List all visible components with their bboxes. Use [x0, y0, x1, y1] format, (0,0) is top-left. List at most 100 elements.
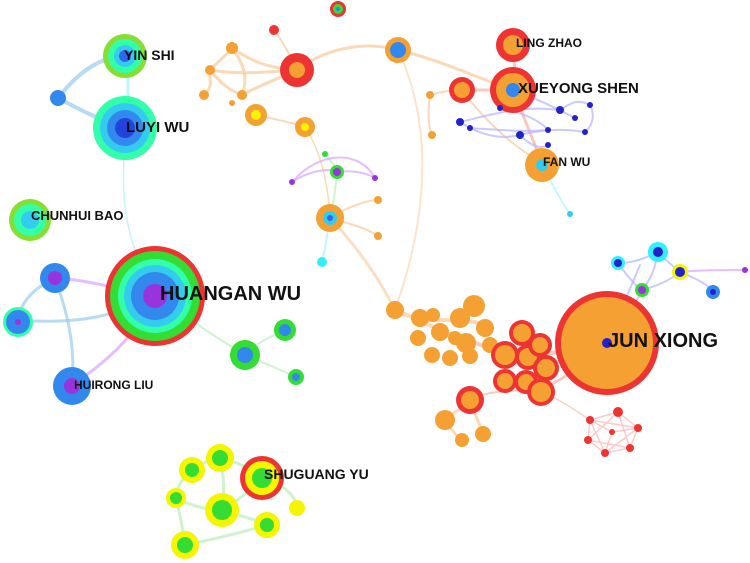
node[interactable]	[410, 330, 426, 346]
node-ring	[532, 337, 548, 353]
node[interactable]	[269, 25, 279, 35]
node[interactable]	[467, 125, 473, 131]
node[interactable]	[426, 308, 440, 322]
node[interactable]	[572, 115, 578, 121]
node-ring	[292, 373, 300, 381]
node[interactable]	[226, 42, 238, 54]
node-ring	[675, 267, 685, 277]
node-ring	[289, 62, 305, 78]
node[interactable]	[582, 129, 588, 135]
node-ring	[115, 118, 135, 138]
node[interactable]	[431, 323, 449, 341]
node[interactable]	[428, 131, 436, 139]
network-nodes	[3, 1, 748, 559]
node-ring	[506, 83, 520, 97]
node-ring	[602, 338, 612, 348]
node[interactable]	[545, 127, 551, 133]
node[interactable]	[463, 295, 485, 317]
node[interactable]	[435, 410, 455, 430]
node[interactable]	[426, 91, 434, 99]
node[interactable]	[199, 90, 209, 100]
node-ring	[537, 359, 555, 377]
label-shuguang-yu: SHUGUANG YU	[264, 466, 369, 482]
node[interactable]	[205, 65, 215, 75]
node[interactable]	[613, 407, 623, 417]
node[interactable]	[372, 175, 378, 181]
label-chunhui-bao: CHUNHUI BAO	[31, 208, 123, 223]
node[interactable]	[742, 267, 748, 273]
node-ring	[64, 378, 80, 394]
node[interactable]	[497, 105, 503, 111]
node[interactable]	[374, 232, 382, 240]
node[interactable]	[455, 433, 469, 447]
node-ring	[638, 286, 646, 294]
node[interactable]	[462, 348, 478, 364]
node-ring	[119, 50, 131, 62]
node-labels: YIN SHI LUYI WU CHUNHUI BAO HUANGAN WU H…	[31, 36, 718, 482]
node[interactable]	[322, 151, 328, 157]
node-ring	[212, 500, 232, 520]
node[interactable]	[626, 444, 634, 452]
node-ring	[15, 319, 21, 325]
node[interactable]	[289, 179, 295, 185]
node-ring	[333, 168, 341, 176]
label-fan-wu: FAN WU	[543, 155, 590, 169]
node[interactable]	[50, 90, 66, 106]
label-jun-xiong: JUN XIONG	[608, 330, 718, 352]
node-ring	[614, 259, 622, 267]
node-ring	[336, 7, 340, 11]
node-ring	[260, 518, 274, 532]
node-ring	[252, 468, 272, 488]
node-ring	[454, 82, 470, 98]
node[interactable]	[545, 142, 551, 148]
node-ring	[301, 123, 309, 131]
node[interactable]	[556, 106, 564, 114]
node[interactable]	[424, 347, 440, 363]
node-ring	[461, 391, 479, 409]
label-huirong-liu: HUIRONG LIU	[74, 378, 153, 392]
node[interactable]	[516, 131, 524, 139]
node[interactable]	[609, 429, 615, 435]
node-ring	[513, 324, 531, 342]
node-ring	[536, 159, 548, 171]
node-ring	[185, 463, 199, 477]
node[interactable]	[411, 309, 429, 327]
node[interactable]	[586, 416, 594, 424]
node[interactable]	[476, 319, 494, 337]
node[interactable]	[601, 449, 609, 457]
node-ring	[170, 492, 182, 504]
node[interactable]	[456, 118, 464, 126]
node[interactable]	[442, 350, 458, 366]
node[interactable]	[229, 100, 235, 106]
label-xueyong-shen: XUEYONG SHEN	[518, 80, 639, 97]
node[interactable]	[450, 308, 470, 328]
node-ring	[495, 345, 515, 365]
node-ring	[327, 215, 333, 221]
node[interactable]	[567, 211, 573, 217]
node[interactable]	[237, 90, 247, 100]
node-ring	[279, 324, 291, 336]
node[interactable]	[475, 426, 491, 442]
node[interactable]	[587, 102, 593, 108]
node[interactable]	[386, 301, 404, 319]
label-luyi-wu: LUYI WU	[126, 119, 189, 136]
label-ling-zhao: LING ZHAO	[516, 36, 582, 50]
node-ring	[497, 373, 513, 389]
node-ring	[531, 382, 551, 402]
node-ring	[212, 450, 228, 466]
node[interactable]	[634, 424, 642, 432]
node-ring	[251, 110, 261, 120]
node[interactable]	[448, 331, 462, 345]
node-ring	[710, 289, 716, 295]
node-ring	[177, 537, 193, 553]
node-ring	[653, 247, 663, 257]
node-ring	[21, 211, 39, 229]
node-ring	[503, 35, 523, 55]
node-ring	[237, 347, 253, 363]
node[interactable]	[584, 436, 592, 444]
node[interactable]	[317, 257, 327, 267]
label-yin-shi: YIN SHI	[124, 47, 175, 63]
node[interactable]	[374, 196, 382, 204]
node[interactable]	[289, 500, 305, 516]
